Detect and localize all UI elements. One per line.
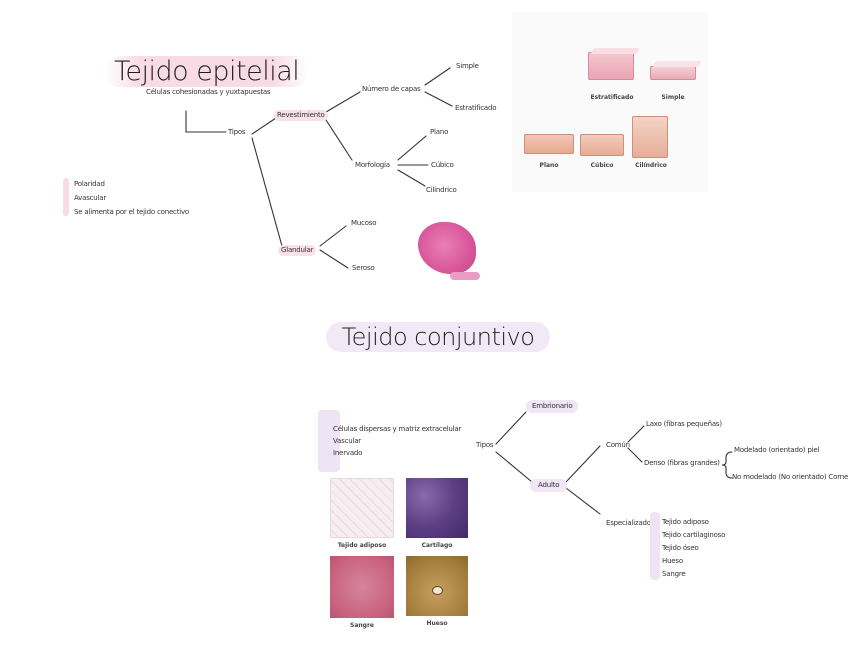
title-tejido-epitelial: Tejido epitelial (104, 56, 310, 87)
node-especializado: Especializado (606, 519, 651, 527)
line-comun-laxo (627, 425, 645, 443)
gland-edge (450, 272, 480, 280)
node-cubico: Cúbico (431, 161, 454, 169)
epitelial-property: Se alimenta por el tejido conectivo (74, 208, 190, 216)
line-morf-cilindrico (397, 169, 426, 187)
epitelio-types-illustration: Estratificado Simple Plano Cúbico Cilínd… (512, 12, 708, 192)
caption-adiposo: Tejido adiposo (337, 542, 387, 549)
estratificado-image (588, 52, 634, 80)
node-numero-capas: Número de capas (362, 85, 421, 93)
caption-cilindrico: Cilíndrico (635, 162, 667, 169)
conjuntivo-properties-marker (318, 410, 340, 472)
caption-plano: Plano (539, 162, 559, 169)
line-capas-simple (424, 67, 451, 86)
gland-tissue (418, 222, 476, 274)
especializado-item: Hueso (662, 557, 683, 565)
cilindrico-image (632, 116, 668, 158)
line-comun-denso (627, 447, 643, 463)
epitelial-property: Avascular (74, 194, 107, 202)
node-revestimiento: Revestimiento (274, 110, 328, 121)
line-rev-capas (325, 91, 361, 113)
node-conj-tipos: Tipos (476, 441, 494, 449)
line-glandular-mucoso (319, 225, 347, 247)
line-rev-morfologia (325, 119, 353, 161)
estratificado-top (590, 48, 640, 54)
line-tipos-revestimiento (251, 117, 277, 135)
epitelial-subtitle: Células cohesionadas y yuxtapuestas (146, 88, 271, 96)
node-seroso: Seroso (352, 264, 375, 272)
node-comun: Común (606, 441, 630, 449)
line-tipos-embrionario (495, 411, 527, 445)
line-adulto-comun (565, 445, 601, 483)
cartilago-image (406, 478, 468, 538)
caption-simple: Simple (661, 94, 685, 101)
node-estratificado: Estratificado (455, 104, 497, 112)
node-cilindrico: Cilíndrico (426, 186, 457, 194)
conjuntivo-property: Inervado (333, 449, 363, 457)
caption-sangre: Sangre (350, 622, 374, 629)
line-glandular-seroso (319, 249, 349, 269)
node-simple: Simple (456, 62, 479, 70)
conjuntivo-property: Células dispersas y matriz extracelular (333, 425, 462, 433)
line-tipos-adulto (495, 451, 533, 483)
line-capas-estratificado (424, 91, 453, 107)
especializado-item: Tejido óseo (662, 544, 699, 552)
line-title-tipos (185, 110, 227, 133)
cubico-image (580, 134, 624, 156)
node-embrionario: Embrionario (526, 400, 579, 413)
node-adulto: Adulto (530, 479, 568, 492)
adiposo-image (330, 478, 394, 538)
especializado-item: Tejido cartilaginoso (662, 531, 726, 539)
node-morfologia: Morfología (355, 161, 390, 169)
title-tejido-conjuntivo: Tejido conjuntivo (326, 322, 550, 352)
line-adulto-especializado (565, 487, 601, 515)
line-tipos-glandular (251, 137, 283, 247)
caption-hueso: Hueso (426, 620, 448, 627)
simple-top (652, 61, 702, 67)
hueso-image (406, 556, 468, 616)
simple-image (650, 66, 696, 80)
node-tipos: Tipos (228, 128, 246, 136)
node-glandular: Glandular (278, 245, 317, 256)
especializado-marker (650, 512, 660, 580)
node-mucoso: Mucoso (351, 219, 377, 227)
especializado-item: Tejido adiposo (662, 518, 709, 526)
especializado-item: Sangre (662, 570, 686, 578)
node-laxo: Laxo (fibras pequeñas) (646, 420, 722, 428)
gland-micrograph (410, 218, 484, 284)
node-plano: Plano (430, 128, 449, 136)
properties-marker (63, 178, 69, 216)
line-morf-plano (397, 135, 427, 161)
caption-estratificado: Estratificado (590, 94, 634, 101)
plano-image (524, 134, 574, 154)
sangre-image (330, 556, 394, 618)
brace-denso (721, 451, 733, 479)
node-modelado: Modelado (orientado) piel (734, 446, 820, 454)
caption-cubico: Cúbico (590, 162, 614, 169)
node-denso: Denso (fibras grandes) (644, 459, 720, 467)
hueso-osteon (432, 586, 443, 595)
caption-cartilago: Cartílago (421, 542, 453, 549)
epitelial-property: Polaridad (74, 180, 105, 188)
conjuntivo-property: Vascular (333, 437, 361, 445)
node-no-modelado: No modelado (No orientado) Cornea (732, 473, 848, 481)
